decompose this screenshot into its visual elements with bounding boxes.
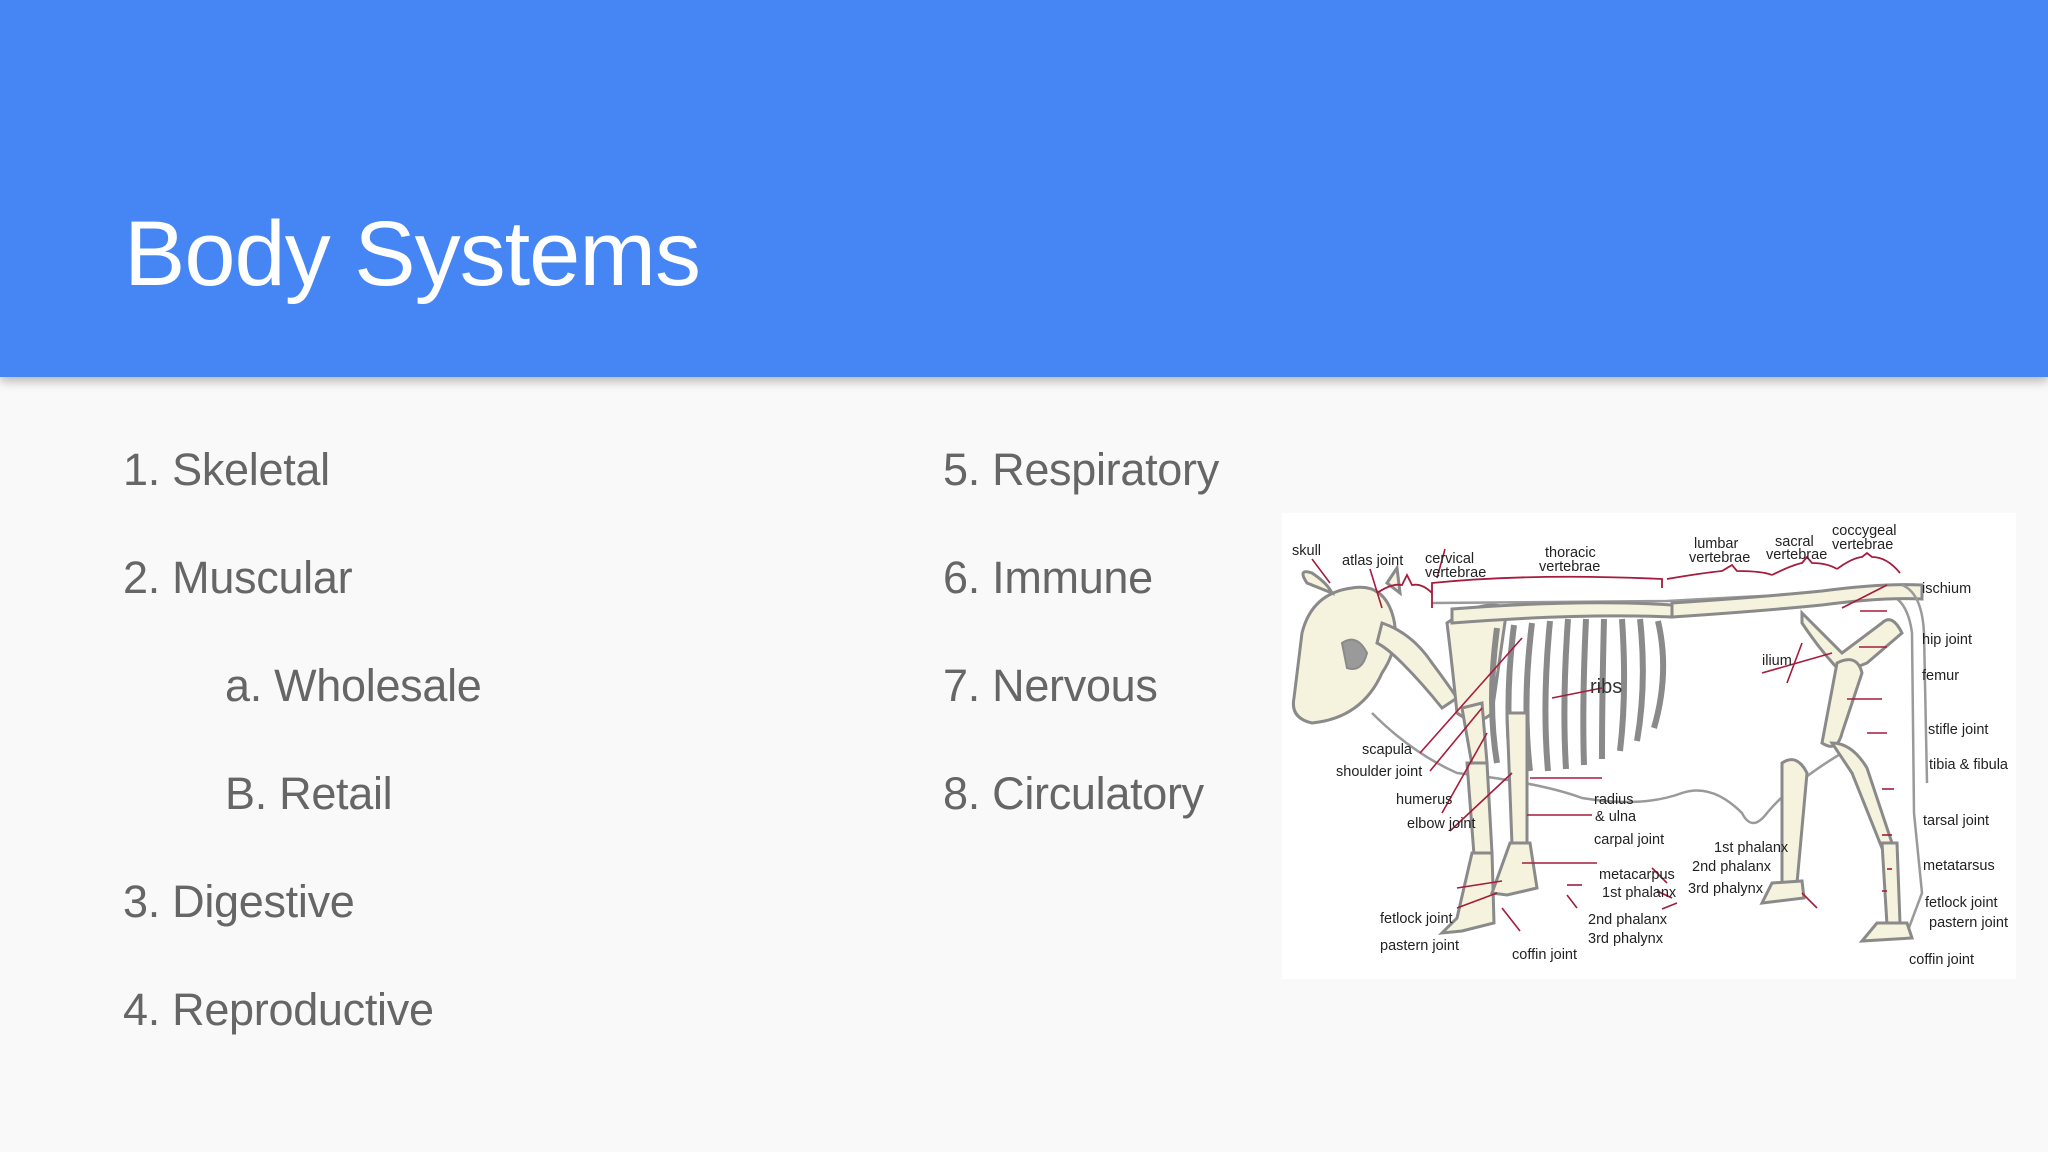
list-item-muscular: 2. Muscular	[123, 552, 353, 603]
slide-title: Body Systems	[124, 203, 701, 305]
label-metatarsus: metatarsus	[1923, 858, 1995, 874]
list-subitem-retail: B. Retail	[225, 768, 393, 819]
label-humerus: humerus	[1396, 792, 1452, 808]
list-item-immune: 6. Immune	[943, 552, 1153, 603]
label-coccygeal-vertebrae: vertebrae	[1832, 537, 1893, 553]
label-front-2nd-phalanx: 2nd phalanx	[1588, 912, 1668, 928]
list-item-reproductive: 4. Reproductive	[123, 984, 434, 1035]
list-item-respiratory: 5. Respiratory	[943, 444, 1219, 495]
label-sacral: sacral	[1775, 534, 1814, 550]
label-hind-2nd-phalanx: 2nd phalanx	[1692, 859, 1772, 875]
cow-skeleton-diagram: skull atlas joint cervical vertebrae tho…	[1282, 513, 2016, 979]
label-cervical: cervical	[1425, 551, 1474, 567]
label-hind-pastern-joint: pastern joint	[1929, 915, 2008, 931]
label-scapula: scapula	[1362, 742, 1413, 758]
label-femur: femur	[1922, 668, 1959, 684]
list-subitem-wholesale: a. Wholesale	[225, 660, 482, 711]
label-cervical-vertebrae: vertebrae	[1425, 565, 1486, 581]
label-shoulder-joint: shoulder joint	[1336, 764, 1422, 780]
label-ilium: ilium	[1762, 653, 1792, 669]
label-sacral-vertebrae: vertebrae	[1766, 547, 1827, 563]
skeleton-illustration: skull atlas joint cervical vertebrae tho…	[1291, 523, 2009, 968]
label-stifle-joint: stifle joint	[1928, 722, 1988, 738]
label-radius: radius	[1594, 792, 1634, 808]
label-elbow-joint: elbow joint	[1407, 816, 1476, 832]
label-thoracic-vertebrae: vertebrae	[1539, 559, 1600, 575]
label-metacarpus: metacarpus	[1599, 867, 1675, 883]
list-item-circulatory: 8. Circulatory	[943, 768, 1204, 819]
list-item-nervous: 7. Nervous	[943, 660, 1158, 711]
label-hind-coffin-joint: coffin joint	[1909, 952, 1974, 968]
label-front-1st-phalanx: 1st phalanx	[1602, 885, 1677, 901]
label-front-pastern-joint: pastern joint	[1380, 938, 1459, 954]
label-lumbar: lumbar	[1694, 536, 1738, 552]
label-thoracic: thoracic	[1545, 545, 1596, 561]
label-hip-joint: hip joint	[1922, 632, 1972, 648]
label-ribs: ribs	[1590, 676, 1622, 698]
label-hind-1st-phalanx: 1st phalanx	[1714, 840, 1789, 856]
label-front-3rd-phalynx: 3rd phalynx	[1588, 931, 1664, 947]
list-item-skeletal: 1. Skeletal	[123, 444, 330, 495]
label-carpal-joint: carpal joint	[1594, 832, 1664, 848]
slide-header: Body Systems	[0, 0, 2048, 377]
label-ulna: & ulna	[1595, 809, 1637, 825]
label-atlas-joint: atlas joint	[1342, 553, 1403, 569]
label-tarsal-joint: tarsal joint	[1923, 813, 1989, 829]
label-front-fetlock-joint: fetlock joint	[1380, 911, 1453, 927]
label-hind-3rd-phalynx: 3rd phalynx	[1688, 881, 1764, 897]
label-tibia-fibula: tibia & fibula	[1929, 757, 2009, 773]
label-skull: skull	[1292, 543, 1321, 559]
list-item-digestive: 3. Digestive	[123, 876, 355, 927]
label-front-coffin-joint: coffin joint	[1512, 947, 1577, 963]
label-lumbar-vertebrae: vertebrae	[1689, 550, 1750, 566]
label-ischium: ischium	[1922, 581, 1971, 597]
label-hind-fetlock-joint: fetlock joint	[1925, 895, 1998, 911]
label-coccygeal: coccygeal	[1832, 523, 1896, 539]
